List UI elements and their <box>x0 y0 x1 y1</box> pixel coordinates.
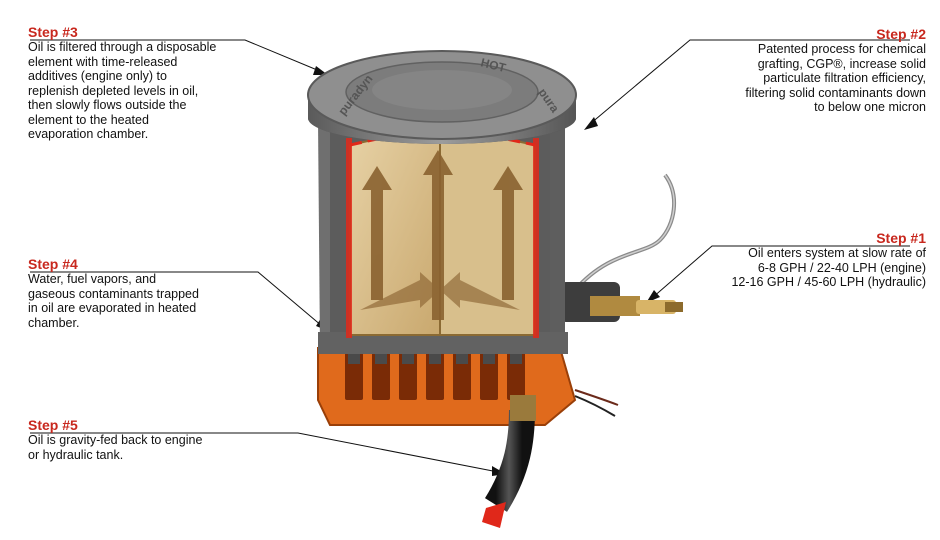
callout-step5: Step #5 Oil is gravity-fed back to engin… <box>28 417 268 462</box>
arrowhead-step1 <box>646 290 660 303</box>
step5-title: Step #5 <box>28 417 78 433</box>
inlet-fitting <box>560 282 683 322</box>
leader-step3 <box>30 39 323 73</box>
step2-title: Step #2 <box>876 26 926 42</box>
callout-step1: Step #1 Oil enters system at slow rate o… <box>680 230 926 290</box>
step4-body: Water, fuel vapors, and gaseous contamin… <box>28 272 199 330</box>
step5-body: Oil is gravity-fed back to engine or hyd… <box>28 433 203 462</box>
outlet-hose <box>482 395 536 528</box>
callout-step2: Step #2 Patented process for chemical gr… <box>700 26 926 115</box>
leader-step4 <box>30 271 323 327</box>
leader-lines <box>30 39 910 473</box>
arrowhead-step3 <box>313 66 328 75</box>
callout-step4: Step #4 Water, fuel vapors, and gaseous … <box>28 256 258 330</box>
canister-lid <box>307 50 577 144</box>
step2-body: Patented process for chemical grafting, … <box>745 42 926 114</box>
step1-body: Oil enters system at slow rate of 6-8 GP… <box>731 246 926 289</box>
wires <box>573 173 677 417</box>
flow-arrows <box>360 150 523 320</box>
leader-step1 <box>651 245 910 299</box>
step4-title: Step #4 <box>28 256 78 272</box>
step3-title: Step #3 <box>28 24 78 40</box>
leader-step2 <box>589 39 910 125</box>
step3-body: Oil is filtered through a disposable ele… <box>28 40 217 141</box>
arrowhead-step2 <box>584 117 598 130</box>
lid-text-center: HOT <box>479 55 508 75</box>
leader-step5 <box>30 432 499 473</box>
step1-title: Step #1 <box>876 230 926 246</box>
callout-step3: Step #3 Oil is filtered through a dispos… <box>28 24 268 142</box>
